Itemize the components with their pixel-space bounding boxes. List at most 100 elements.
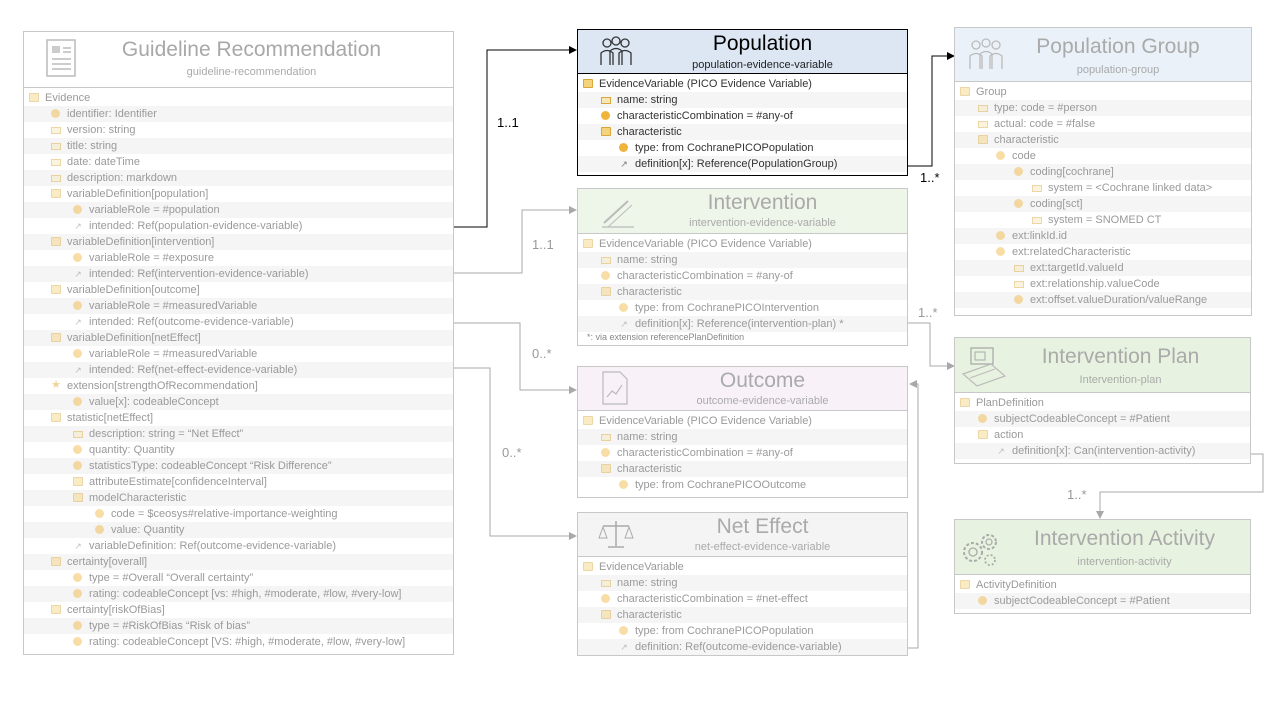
tree-row-label: definition[x]: Can(intervention-activity… (1012, 445, 1196, 457)
tree-row: variableDefinition[population] (24, 186, 453, 202)
folder-icon (601, 464, 611, 473)
folder-icon (960, 580, 970, 589)
tree-row-label: type: code = #person (994, 102, 1098, 114)
tree-row-label: extension[strengthOfRecommendation] (67, 380, 258, 392)
tree-row-label: identifier: Identifier (67, 108, 157, 120)
coding-icon (73, 349, 82, 358)
tree-row-label: code = $ceosys#relative-importance-weigh… (111, 508, 338, 520)
ref-icon: ↗ (620, 319, 628, 329)
tree-row-label: code (1012, 150, 1036, 162)
tree-row: Group (955, 84, 1251, 100)
tree-row: ↗ definition[x]: Reference(intervention-p… (578, 316, 907, 332)
tree-row: ext:linkId.id (955, 228, 1251, 244)
string-icon (1032, 217, 1042, 224)
tree-row-label: type = #RiskOfBias “Risk of bias” (89, 620, 251, 632)
string-icon (51, 127, 61, 134)
ref-icon: ↗ (620, 642, 628, 652)
tree-row-label: characteristic (994, 134, 1059, 146)
folder-icon (51, 413, 61, 422)
intervention-subtitle: intervention-evidence-variable (689, 217, 836, 229)
tree-row: characteristicCombination = #any-of (578, 108, 907, 124)
tree-row: subjectCodeableConcept = #Patient (955, 593, 1250, 609)
tree-row-label: variableRole = #measuredVariable (89, 300, 258, 312)
tree-row-label: ext:relationship.valueCode (1030, 278, 1160, 290)
tree-row: identifier: Identifier (24, 106, 453, 122)
tree-row-label: name: string (617, 577, 678, 589)
coding-icon (73, 461, 82, 470)
tree-row: ext:relatedCharacteristic (955, 244, 1251, 260)
tree-row-label: characteristic (617, 609, 682, 621)
multiplicity-intervention: 1..1 (532, 237, 554, 252)
tree-row-label: EvidenceVariable (PICO Evidence Variable… (599, 78, 812, 90)
group-icon (969, 38, 1003, 69)
string-icon (51, 143, 61, 150)
tree-row: system = <Cochrane linked data> (955, 180, 1251, 196)
intervention-activity-box[interactable]: Intervention Activity intervention-activ… (954, 519, 1251, 614)
tree-row-label: statistic[netEffect] (67, 412, 154, 424)
tree-row: certainty[riskOfBias] (24, 602, 453, 618)
coding-icon (996, 231, 1005, 240)
coding-icon (601, 111, 610, 120)
intervention-title: Intervention (707, 191, 818, 214)
tree-row: type = #RiskOfBias “Risk of bias” (24, 618, 453, 634)
outcome-box[interactable]: Outcome outcome-evidence-variable Eviden… (577, 366, 908, 498)
tree-row: coding[sct] (955, 196, 1251, 212)
net-effect-box[interactable]: Net Effect net-effect-evidence-variable … (577, 512, 908, 656)
tree-row: EvidenceVariable (578, 559, 907, 575)
folder-icon (51, 237, 61, 246)
tree-row-label: name: string (617, 254, 678, 266)
coding-icon (619, 480, 628, 489)
multiplicity-intervention-plan: 1..* (918, 305, 938, 320)
string-icon (51, 175, 61, 182)
tree-row-label: definition[x]: Reference(intervention-pl… (635, 318, 844, 330)
guideline-title: Guideline Recommendation (121, 38, 382, 61)
tree-row-label: ActivityDefinition (976, 579, 1057, 591)
outcome-title: Outcome (719, 369, 806, 392)
multiplicity-population: 1..1 (497, 115, 519, 130)
coding-icon (1014, 167, 1023, 176)
string-icon (978, 105, 988, 112)
tree-row-label: coding[cochrane] (1030, 166, 1114, 178)
coding-icon (601, 594, 610, 603)
document-icon (46, 39, 76, 77)
guideline-recommendation-box[interactable]: Guideline Recommendation guideline-recom… (23, 31, 454, 655)
string-icon (1032, 185, 1042, 192)
folder-icon (978, 135, 988, 144)
coding-icon (95, 525, 104, 534)
tree-row: variableRole = #measuredVariable (24, 346, 453, 362)
multiplicity-outcome: 0..* (532, 346, 552, 361)
tree-row-label: modelCharacteristic (89, 492, 187, 504)
tree-row-label: characteristicCombination = #any-of (617, 447, 793, 459)
tree-row-label: variableRole = #population (89, 204, 220, 216)
tree-row-label: intended: Ref(outcome-evidence-variable) (89, 316, 294, 328)
people-icon (600, 36, 632, 65)
string-icon (601, 257, 611, 264)
tree-row-label: system = <Cochrane linked data> (1048, 182, 1213, 194)
coding-icon (73, 573, 82, 582)
tree-row: variableDefinition[outcome] (24, 282, 453, 298)
tree-row: certainty[overall] (24, 554, 453, 570)
tree-row: Evidence (24, 90, 453, 106)
tree-row: characteristic (578, 461, 907, 477)
tree-row: type: from CochranePICOIntervention (578, 300, 907, 316)
tree-row: variableRole = #exposure (24, 250, 453, 266)
intervention-plan-box[interactable]: Intervention Plan Intervention-plan Plan… (954, 337, 1251, 464)
tree-row-label: intended: Ref(intervention-evidence-vari… (89, 268, 309, 280)
population-box[interactable]: Population population-evidence-variable … (577, 29, 908, 176)
intervention-box[interactable]: Intervention intervention-evidence-varia… (577, 188, 908, 346)
tree-row: name: string (578, 92, 907, 108)
tree-row-label: characteristic (617, 126, 682, 138)
tree-row: ↗intended: Ref(net-effect-evidence-varia… (24, 362, 453, 378)
multiplicity-population-group: 1..* (920, 170, 940, 185)
tree-row: description: string = “Net Effect” (24, 426, 453, 442)
tree-row-label: characteristicCombination = #any-of (617, 110, 793, 122)
outcome-rows: EvidenceVariable (PICO Evidence Variable… (578, 411, 907, 493)
ref-icon: ↗ (74, 317, 82, 327)
tree-row: code = $ceosys#relative-importance-weigh… (24, 506, 453, 522)
tree-row: actual: code = #false (955, 116, 1251, 132)
tree-row-label: ext:targetId.valueId (1030, 262, 1124, 274)
guideline-subtitle: guideline-recommendation (186, 66, 317, 78)
string-icon (51, 159, 61, 166)
